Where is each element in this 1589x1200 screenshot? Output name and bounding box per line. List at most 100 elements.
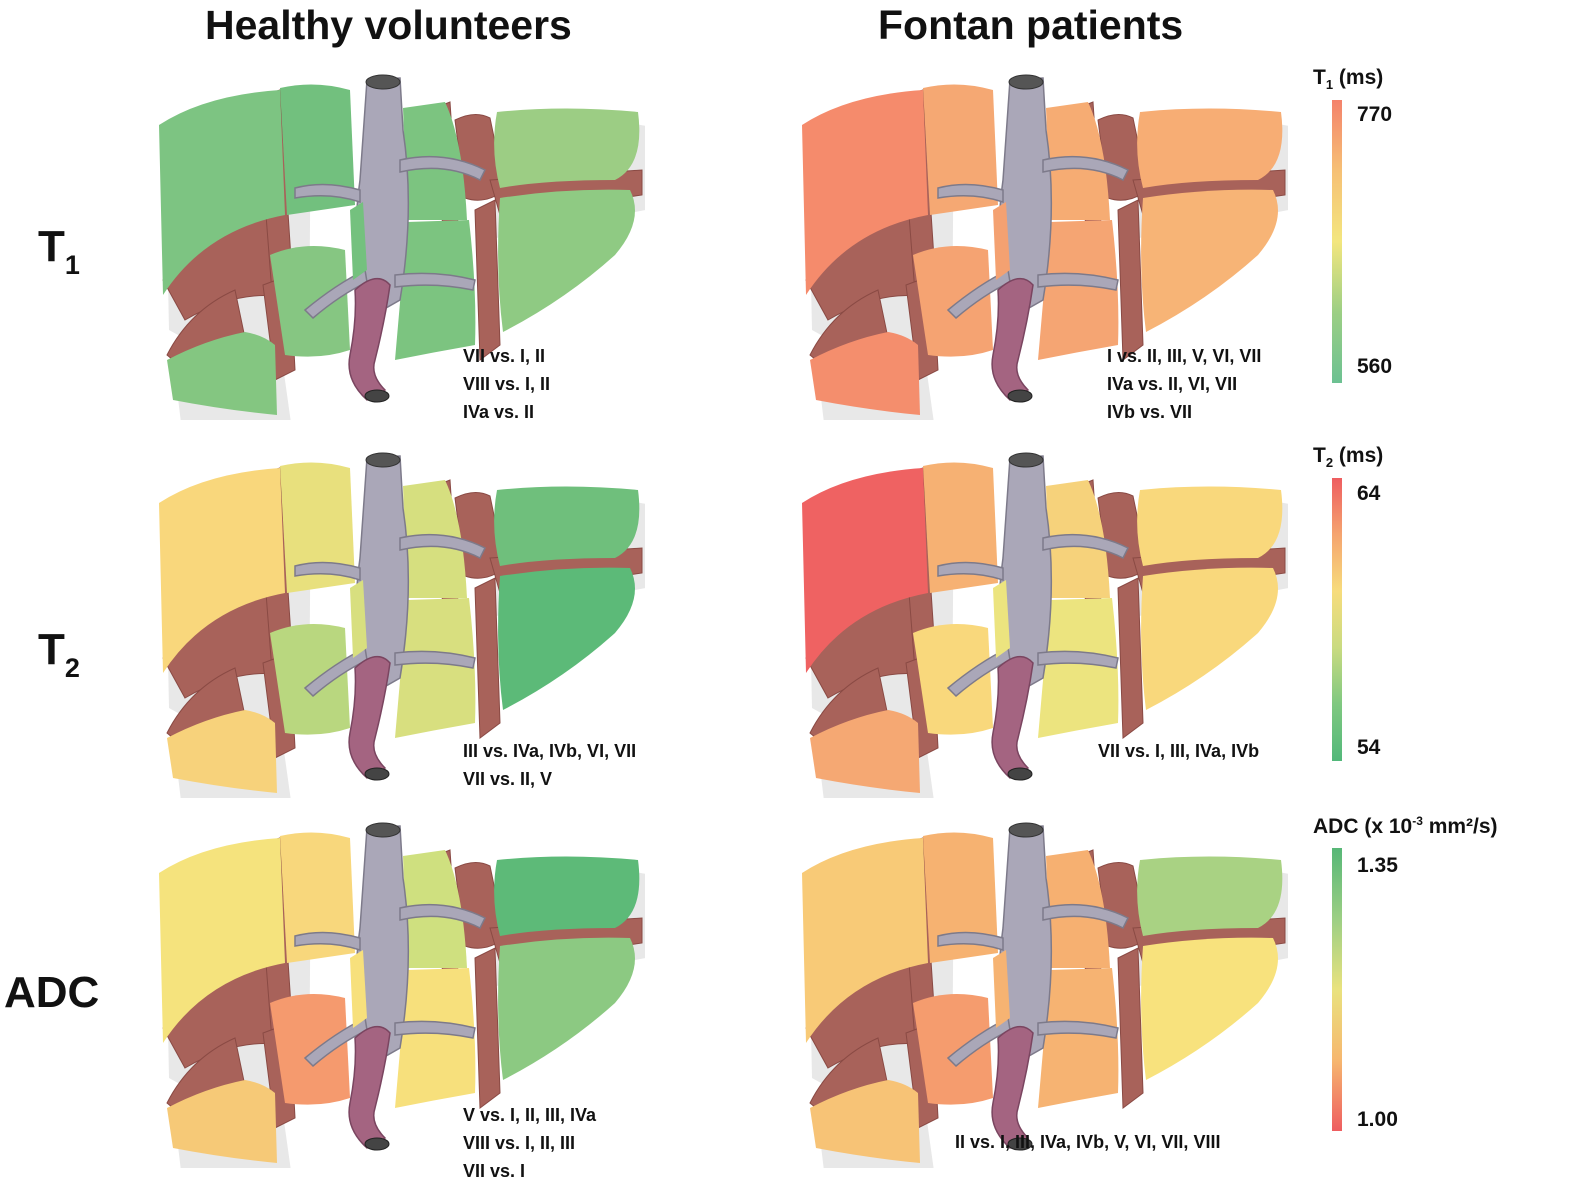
hepatic-vein bbox=[294, 183, 361, 204]
segment-ii bbox=[494, 856, 640, 936]
colorbar-t2 bbox=[1332, 478, 1342, 761]
segment-iii bbox=[498, 567, 635, 710]
row-label-adc: ADC bbox=[4, 968, 99, 1018]
row-label-t1: T1 bbox=[38, 222, 80, 280]
segment-ii bbox=[494, 108, 640, 188]
segment-v bbox=[913, 624, 993, 735]
inner-surface bbox=[1117, 577, 1144, 739]
scale-min-adc: 1.00 bbox=[1357, 1108, 1398, 1131]
scale-min-t1: 560 bbox=[1357, 355, 1393, 378]
inner-surface bbox=[474, 947, 501, 1109]
hepatic-vein bbox=[303, 646, 368, 698]
portal-vein-opening bbox=[364, 767, 390, 781]
segment-i bbox=[350, 950, 367, 1028]
portal-vein bbox=[991, 1025, 1034, 1149]
vena-cava-opening bbox=[1008, 822, 1044, 838]
vena-cava-opening bbox=[365, 74, 401, 90]
comparisons-t1-healthy: VII vs. I, II VIII vs. I, II IVa vs. II bbox=[463, 342, 550, 426]
scale-title-t1-main: T bbox=[1313, 66, 1326, 89]
segment-iii bbox=[1141, 189, 1278, 332]
row-label-t2-sub: 2 bbox=[64, 653, 80, 683]
inner-surface bbox=[1117, 947, 1144, 1109]
segment-v bbox=[270, 246, 350, 357]
scale-min-t2: 54 bbox=[1357, 736, 1381, 759]
row-label-t2-main: T bbox=[38, 625, 65, 674]
comparison-line: VII vs. II, V bbox=[463, 769, 553, 789]
colorbar-adc bbox=[1332, 848, 1342, 1131]
comparison-line: I vs. II, III, V, VI, VII bbox=[1107, 346, 1262, 366]
segment-vii bbox=[159, 468, 285, 673]
segment-iii bbox=[498, 189, 635, 332]
segment-viii bbox=[923, 84, 998, 215]
hepatic-vein bbox=[937, 931, 1004, 952]
segment-vi bbox=[810, 1080, 920, 1163]
segment-vi bbox=[167, 710, 277, 793]
segment-vi bbox=[167, 1080, 277, 1163]
comparisons-t2-fontan: VII vs. I, III, IVa, IVb bbox=[1098, 737, 1259, 765]
liver-adc-healthy bbox=[145, 818, 646, 1175]
hepatic-vein bbox=[937, 561, 1004, 582]
hepatic-vein bbox=[394, 650, 476, 669]
comparisons-adc-healthy: V vs. I, II, III, IVa VIII vs. I, II, II… bbox=[463, 1101, 596, 1185]
scale-max-adc: 1.35 bbox=[1357, 854, 1398, 877]
comparison-line: VIII vs. I, II bbox=[463, 374, 551, 394]
scale-title-t1-sub: 1 bbox=[1325, 77, 1334, 93]
comparisons-t2-healthy: III vs. IVa, IVb, VI, VII VII vs. II, V bbox=[463, 737, 636, 793]
segment-i bbox=[993, 580, 1010, 658]
segment-v bbox=[913, 246, 993, 357]
column-title-healthy: Healthy volunteers bbox=[205, 2, 572, 48]
segment-v bbox=[270, 624, 350, 735]
hepatic-vein bbox=[1042, 155, 1130, 182]
segment-v bbox=[270, 994, 350, 1105]
hepatic-vein bbox=[1037, 1020, 1119, 1039]
segment-ivb bbox=[1038, 220, 1119, 360]
column-title-fontan: Fontan patients bbox=[878, 2, 1184, 48]
scale-max-t2: 64 bbox=[1357, 482, 1381, 505]
vena-cava-opening bbox=[365, 452, 401, 468]
row-label-t1-main: T bbox=[38, 222, 65, 271]
segment-vii bbox=[802, 468, 928, 673]
scale-title-adc-pre: ADC (x 10 bbox=[1313, 815, 1413, 838]
segment-viii bbox=[923, 462, 998, 593]
comparison-line: IVa vs. II bbox=[463, 402, 535, 422]
row-label-adc-main: ADC bbox=[4, 968, 100, 1017]
comparison-line: II vs. I, III, IVa, IVb, V, VI, VII, VII… bbox=[955, 1132, 1221, 1152]
comparisons-adc-fontan: II vs. I, III, IVa, IVb, V, VI, VII, VII… bbox=[955, 1128, 1220, 1156]
hepatic-vein bbox=[399, 155, 487, 182]
hepatic-vein bbox=[1037, 272, 1119, 291]
segment-vii bbox=[159, 838, 285, 1043]
hepatic-vein bbox=[946, 646, 1011, 698]
vena-cava-opening bbox=[1008, 74, 1044, 90]
segment-viii bbox=[280, 832, 355, 963]
segment-ivb bbox=[1038, 598, 1119, 738]
hepatic-vein bbox=[937, 183, 1004, 204]
segment-iii bbox=[498, 937, 635, 1080]
hepatic-vein bbox=[946, 268, 1011, 320]
hepatic-vein bbox=[303, 268, 368, 320]
scale-title-adc: ADC (x 10-3 mm²/s) bbox=[1313, 814, 1498, 839]
segment-vi bbox=[167, 332, 277, 415]
hepatic-vein bbox=[294, 561, 361, 582]
scale-title-t1: T1 (ms) bbox=[1313, 66, 1383, 92]
portal-vein bbox=[991, 277, 1034, 401]
portal-vein bbox=[348, 277, 391, 401]
comparison-line: V vs. I, II, III, IVa bbox=[463, 1105, 597, 1125]
segment-ii bbox=[1137, 856, 1283, 936]
portal-vein bbox=[991, 655, 1034, 779]
scale-title-adc-post: mm²/s) bbox=[1422, 815, 1498, 838]
liver-t2-fontan bbox=[788, 448, 1289, 805]
comparisons-t1-fontan: I vs. II, III, V, VI, VII IVa vs. II, VI… bbox=[1107, 342, 1261, 426]
liver-adc-fontan bbox=[788, 818, 1289, 1175]
liver-t1-fontan bbox=[788, 70, 1289, 427]
portal-vein-opening bbox=[364, 1137, 390, 1151]
comparison-line: III vs. IVa, IVb, VI, VII bbox=[463, 741, 637, 761]
hepatic-vein bbox=[294, 931, 361, 952]
segment-i bbox=[350, 202, 367, 280]
liver-t1-healthy bbox=[145, 70, 646, 427]
hepatic-vein bbox=[399, 533, 487, 560]
segment-vi bbox=[810, 332, 920, 415]
scale-title-t2-sub: 2 bbox=[1325, 455, 1334, 471]
portal-vein-opening bbox=[364, 389, 390, 403]
segment-ivb bbox=[1038, 968, 1119, 1108]
comparison-line: VII vs. I bbox=[463, 1161, 526, 1181]
